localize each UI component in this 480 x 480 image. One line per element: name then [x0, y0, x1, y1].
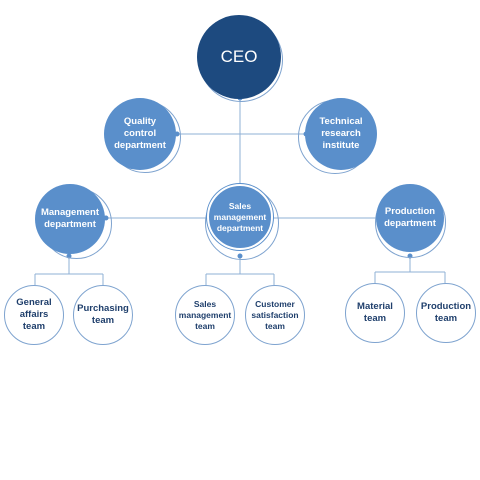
general-affairs-team-node: General affairs team	[4, 285, 64, 345]
management-department-node: Management department	[35, 184, 105, 254]
quality-control-node: Quality control department	[104, 98, 176, 170]
production-team-node: Production team	[416, 283, 476, 343]
sales-management-department-node: Sales management department	[207, 184, 273, 250]
sales-management-team-node: Sales management team	[175, 285, 235, 345]
purchasing-team-node: Purchasing team	[73, 285, 133, 345]
ceo-node: CEO	[197, 15, 281, 99]
customer-satisfaction-team-node: Customer satisfaction team	[245, 285, 305, 345]
technical-research-node: Technical research institute	[305, 98, 377, 170]
material-team-node: Material team	[345, 283, 405, 343]
production-department-node: Production department	[376, 184, 444, 252]
